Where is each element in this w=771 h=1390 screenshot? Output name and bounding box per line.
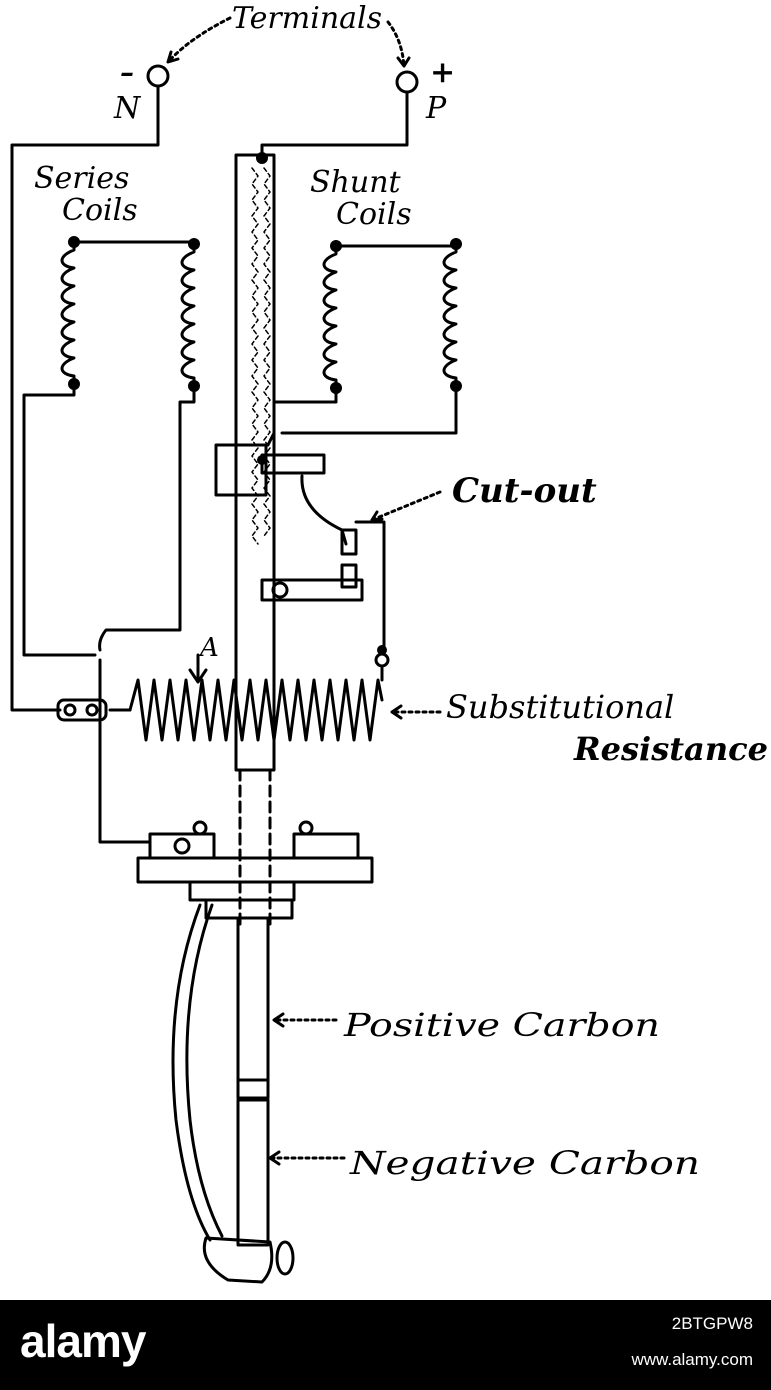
label-shunt-coils-2: Coils: [336, 197, 412, 232]
image-id: 2BTGPW8: [671, 1314, 753, 1333]
label-negative-carbon: Negative Carbon: [349, 1144, 700, 1182]
cut-out-switch: [260, 474, 390, 668]
alamy-logo: alamy: [20, 1315, 146, 1367]
watermark-bar: alamy 2BTGPW8 www.alamy.com: [0, 1300, 771, 1390]
arc-lamp-diagram: Terminals – N + P Series Coils Shunt Coi…: [10, 1, 768, 1284]
label-cut-out: Cut-out: [452, 471, 597, 511]
carbon-holder-arm: [171, 903, 212, 1242]
label-positive-carbon: Positive Carbon: [343, 1006, 660, 1044]
label-series-coils-2: Coils: [62, 193, 138, 228]
positive-carbon: [236, 916, 270, 1100]
label-series-coils-1: Series: [34, 161, 129, 196]
label-a: A: [198, 633, 219, 663]
label-resistance: Resistance: [573, 730, 768, 768]
label-terminals: Terminals: [232, 1, 382, 36]
label-shunt-coils-1: Shunt: [310, 165, 402, 200]
terminal-negative: [146, 64, 170, 88]
negative-carbon: [236, 1098, 270, 1247]
shunt-coils: [272, 242, 458, 435]
label-minus: –: [120, 56, 134, 89]
label-p: P: [425, 91, 447, 126]
substitutional-resistance: [128, 678, 384, 742]
label-substitutional: Substitutional: [446, 688, 674, 726]
series-coils: [22, 240, 196, 657]
label-plus: +: [430, 55, 455, 90]
watermark-url: www.alamy.com: [631, 1350, 753, 1369]
rod-clamp: [214, 443, 268, 497]
label-n: N: [113, 91, 142, 126]
positive-lead-wire: [260, 90, 409, 162]
negative-lead-wire: [10, 84, 160, 712]
terminal-positive: [395, 70, 419, 94]
base-plate: [136, 856, 374, 884]
regulator-rod: [234, 153, 276, 772]
